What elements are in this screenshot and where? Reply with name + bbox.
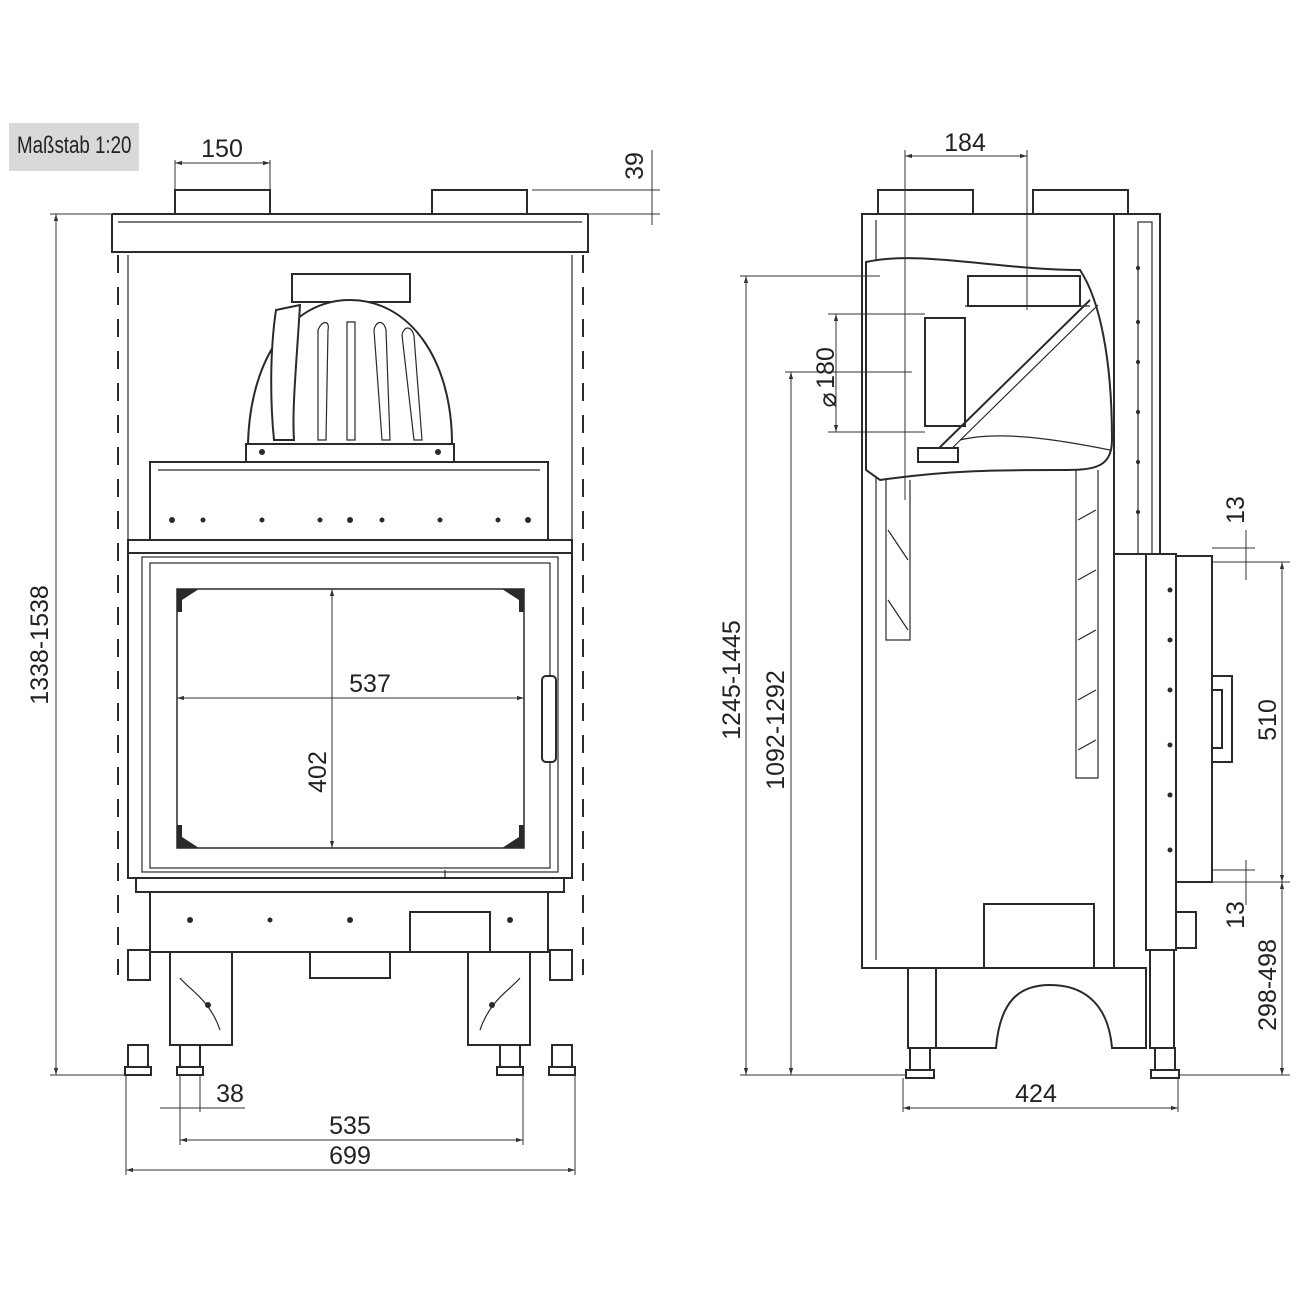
front-glass — [176, 588, 525, 849]
dim-front-total-height: 1338-1538 — [26, 585, 54, 705]
dim-front-glass-width: 537 — [349, 670, 391, 698]
side-view — [861, 189, 1233, 1079]
side-front-column — [1113, 213, 1161, 555]
side-door-rivets — [1167, 587, 1173, 853]
side-damper-rod — [931, 299, 1091, 456]
side-air-box — [983, 903, 1095, 977]
front-leg-left — [169, 951, 233, 1076]
dim-front-top-offset: 39 — [621, 152, 649, 180]
front-ash-drawer-grip — [309, 951, 391, 979]
front-air-regulator — [409, 911, 491, 953]
scale-label: Maßstab 1:20 — [17, 132, 132, 159]
front-view — [111, 189, 589, 1076]
dim-side-base-height: 298-498 — [1254, 939, 1282, 1031]
side-flue-stub-right — [1032, 189, 1129, 215]
dim-side-flue-width: 184 — [944, 129, 986, 157]
front-flue-stub-left — [174, 189, 271, 215]
front-upper-rivets — [169, 517, 531, 523]
front-door-handle — [541, 675, 557, 763]
front-door-top-bar — [127, 539, 573, 554]
scale-label-box: Maßstab 1:20 — [9, 123, 139, 171]
front-upper-body — [149, 461, 549, 541]
front-flue-stub-right — [431, 189, 528, 215]
front-flue-collector — [245, 273, 455, 463]
dim-side-height-axis: 1092-1292 — [762, 670, 790, 790]
side-door-profile — [1145, 553, 1177, 951]
dim-front-glass-height: 402 — [304, 751, 332, 793]
side-flue-stub-left — [877, 189, 974, 215]
side-baffles-front — [1075, 470, 1099, 779]
front-door-bottom-bar — [135, 877, 565, 893]
dim-front-flue-width: 150 — [201, 135, 243, 163]
dim-front-foot-width: 38 — [216, 1080, 244, 1108]
dim-side-door-gap-top: 13 — [1222, 496, 1250, 524]
dim-front-total-width: 699 — [329, 1142, 371, 1170]
dim-side-door-height: 510 — [1254, 699, 1282, 741]
front-leg-right — [467, 951, 531, 1076]
dim-front-foot-spacing: 535 — [329, 1112, 371, 1140]
dim-side-height-outlet: 1245-1445 — [718, 620, 746, 740]
side-door-handle — [1211, 675, 1233, 763]
side-baffles-back — [885, 480, 911, 641]
front-dimensions: 150 39 1338-1538 537 402 38 535 699 — [26, 135, 660, 1175]
side-base — [907, 967, 1147, 1049]
side-dimensions: 184 ⌀ 180 1245-1445 1092-1292 13 510 13 … — [718, 129, 1290, 1112]
side-column-rivets — [1136, 266, 1140, 514]
dim-side-door-gap-bottom: 13 — [1222, 901, 1250, 929]
front-top-frame — [111, 214, 589, 253]
dim-side-flue-diameter: 180 — [812, 347, 840, 389]
dim-side-flue-diameter-symbol: ⌀ — [814, 392, 842, 407]
dim-side-depth: 424 — [1015, 1080, 1057, 1108]
